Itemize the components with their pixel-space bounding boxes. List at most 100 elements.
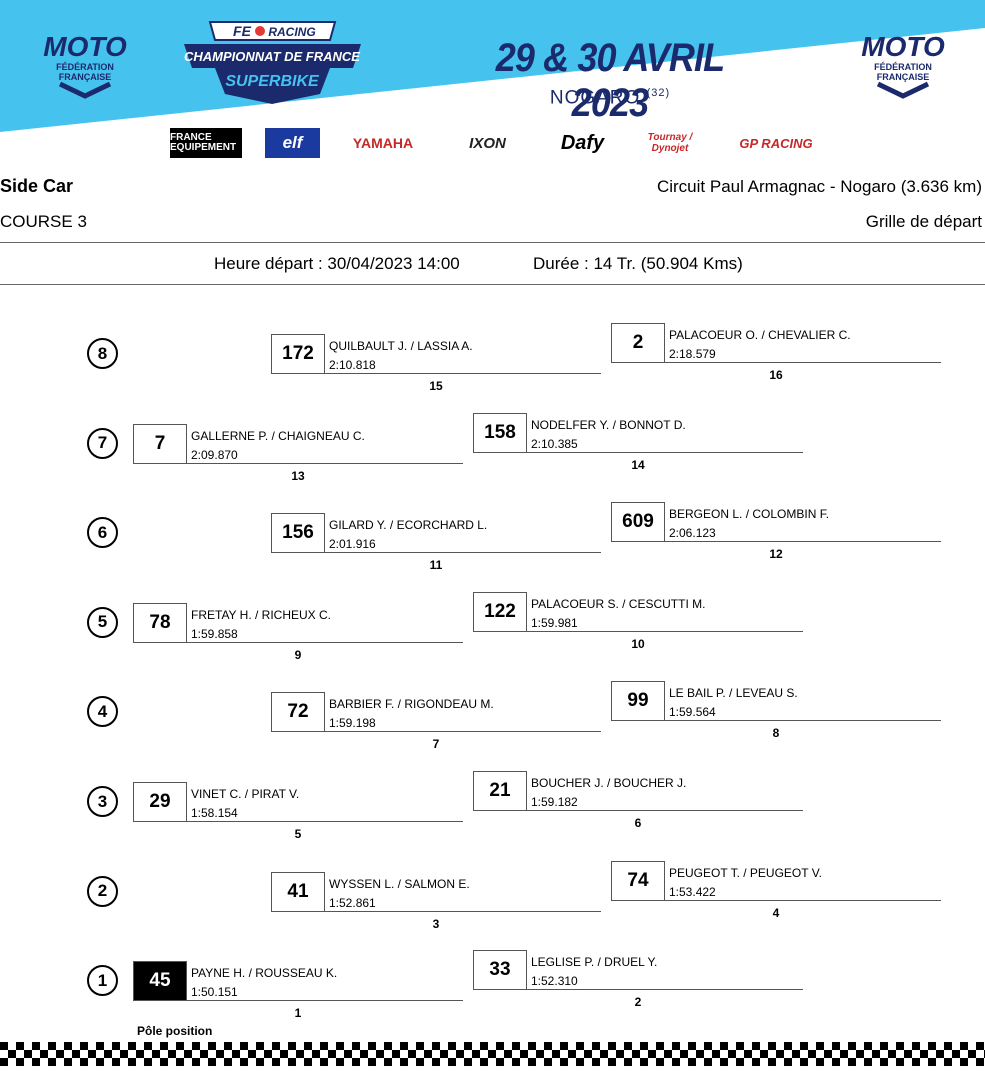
grid-row-number: 1 [87,965,118,997]
checker-square [896,1058,904,1066]
rider-names: PAYNE H. / ROUSSEAU K. [191,966,338,981]
grid-row-number: 5 [87,606,118,638]
checker-square [568,1050,576,1058]
checker-square [112,1042,120,1050]
checker-square [624,1058,632,1066]
rider-number: 7 [133,423,187,464]
checker-square [352,1058,360,1066]
checker-square [560,1058,568,1066]
checker-square [240,1042,248,1050]
svg-text:FRANÇAISE: FRANÇAISE [877,72,930,82]
checker-square [192,1042,200,1050]
checker-square [288,1042,296,1050]
checker-square [216,1050,224,1058]
rider-number: 78 [133,602,187,643]
checker-square [808,1050,816,1058]
checker-square [952,1050,960,1058]
checker-square [128,1042,136,1050]
checker-square [672,1058,680,1066]
grid-row-number: 3 [87,786,118,817]
checker-square [528,1042,536,1050]
checker-square [672,1042,680,1050]
checker-square [816,1058,824,1066]
svg-text:FRANÇAISE: FRANÇAISE [59,72,112,82]
checker-square [336,1058,344,1066]
rider-number: 158 [473,412,527,453]
checker-square [792,1050,800,1058]
sponsor-ixon: IXON [469,134,506,152]
rider-names: GILARD Y. / ECORCHARD L. [329,518,488,533]
checker-square [8,1050,16,1058]
checker-square [176,1058,184,1066]
checker-square [464,1058,472,1066]
checker-square [856,1050,864,1058]
qualifying-time: 1:52.861 [329,895,376,910]
checker-square [56,1050,64,1058]
checker-square [720,1058,728,1066]
rider-number: 172 [271,334,325,374]
grid-slot-line [133,821,463,822]
checker-square [232,1050,240,1058]
rider-names: QUILBAULT J. / LASSIA A. [329,339,473,353]
checker-square [360,1050,368,1058]
checker-square [688,1042,696,1050]
checker-square [264,1050,272,1058]
grid-position: 10 [631,636,645,651]
divider-top [0,242,985,243]
checker-square [864,1058,872,1066]
checker-square [184,1050,192,1058]
checker-square [968,1050,976,1058]
grid-slot-line [473,810,803,811]
checker-square [72,1050,80,1058]
checker-square [712,1050,720,1058]
checker-square [960,1042,968,1050]
checker-square [616,1050,624,1058]
checker-square [144,1042,152,1050]
checker-square [920,1050,928,1058]
championship-logo: FE RACING CHAMPIONNAT DE FRANCE SUPERBIK… [184,21,361,104]
checker-square [208,1058,216,1066]
checker-square [816,1042,824,1050]
checker-square [544,1042,552,1050]
checker-square [608,1058,616,1066]
checker-square [800,1058,808,1066]
grid-slot-line [133,462,463,464]
checker-square [48,1042,56,1050]
checker-square [528,1058,536,1066]
svg-text:FE: FE [233,23,252,39]
checker-square [280,1050,288,1058]
qualifying-time: 2:09.870 [191,447,238,462]
checker-square [704,1042,712,1050]
grid-slot-line [473,630,803,632]
checker-square [496,1058,504,1066]
checker-square [136,1050,144,1058]
checker-square [312,1050,320,1058]
checker-square [304,1042,312,1050]
checker-square [192,1058,200,1066]
checker-square [256,1042,264,1050]
qualifying-time: 2:10.385 [531,436,578,451]
checker-square [400,1042,408,1050]
grid-slot-line [473,989,803,991]
checker-square [640,1058,648,1066]
qualifying-time: 1:59.182 [531,795,578,809]
checker-square [664,1050,672,1058]
checker-square [104,1050,112,1058]
checker-square [728,1050,736,1058]
grid-row-number: 8 [87,338,118,369]
qualifying-time: 1:50.151 [191,985,238,1000]
qualifying-time: 1:52.310 [531,974,578,989]
checker-square [64,1058,72,1066]
checker-square [432,1058,440,1066]
checker-square [320,1058,328,1066]
grid-position: 9 [294,647,302,662]
checker-square [16,1042,24,1050]
checker-square [608,1042,616,1050]
